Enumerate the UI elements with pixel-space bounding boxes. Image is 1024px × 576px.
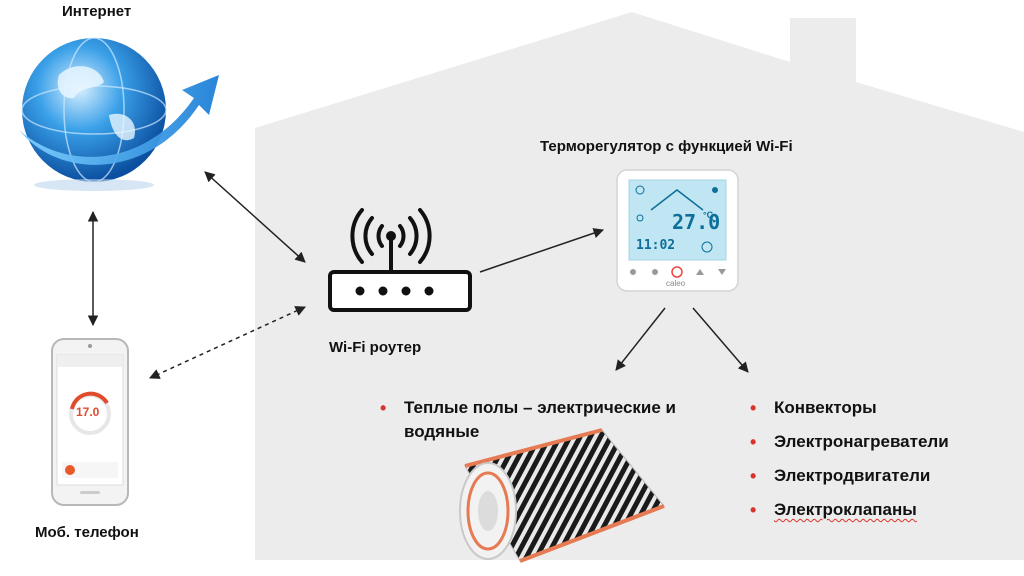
arrow-thermostat-devices [692,307,749,373]
list-item: •Электродвигатели [750,466,931,486]
devices-list: •Конвекторы •Электронагреватели •Электро… [748,396,1018,522]
list-item: •Конвекторы [750,398,877,418]
phone-label: Моб. телефон [35,524,139,541]
list-item: •Электроклапаны [750,500,917,520]
arrow-thermostat-floor [615,307,666,371]
heating-film-roll-icon [459,428,665,563]
bullet-dot: • [750,432,757,452]
arrow-internet-router [204,171,306,263]
mobile-phone-icon [51,338,129,506]
list-item: •Электронагреватели [750,432,949,452]
bullet-dot: • [750,500,757,520]
heated-floor-list: •Теплые полы – электрические и водяные [378,396,728,444]
thermostat-time: 11:02 [636,238,676,253]
arrow-router-phone [149,306,306,379]
phone-temp-readout: 17.0 [76,405,100,419]
thermostat-temperature-unit: °C [703,210,714,220]
wifi-router-icon [328,208,472,312]
arrow-router-thermostat [479,228,604,273]
thermostat-brand: caleo [666,279,686,288]
bullet-dot: • [750,466,757,486]
bullet-dot: • [380,398,387,418]
thermostat-temperature: 27.0 [672,210,721,234]
globe-icon [19,37,219,191]
bullet-dot: • [750,398,757,418]
router-label: Wi-Fi роутер [329,339,422,356]
internet-label: Интернет [62,3,132,20]
thermostat-label: Терморегулятор с функцией Wi-Fi [540,138,793,155]
list-item: •Теплые полы – электрические и водяные [380,398,677,441]
thermostat-device-icon [616,169,739,292]
